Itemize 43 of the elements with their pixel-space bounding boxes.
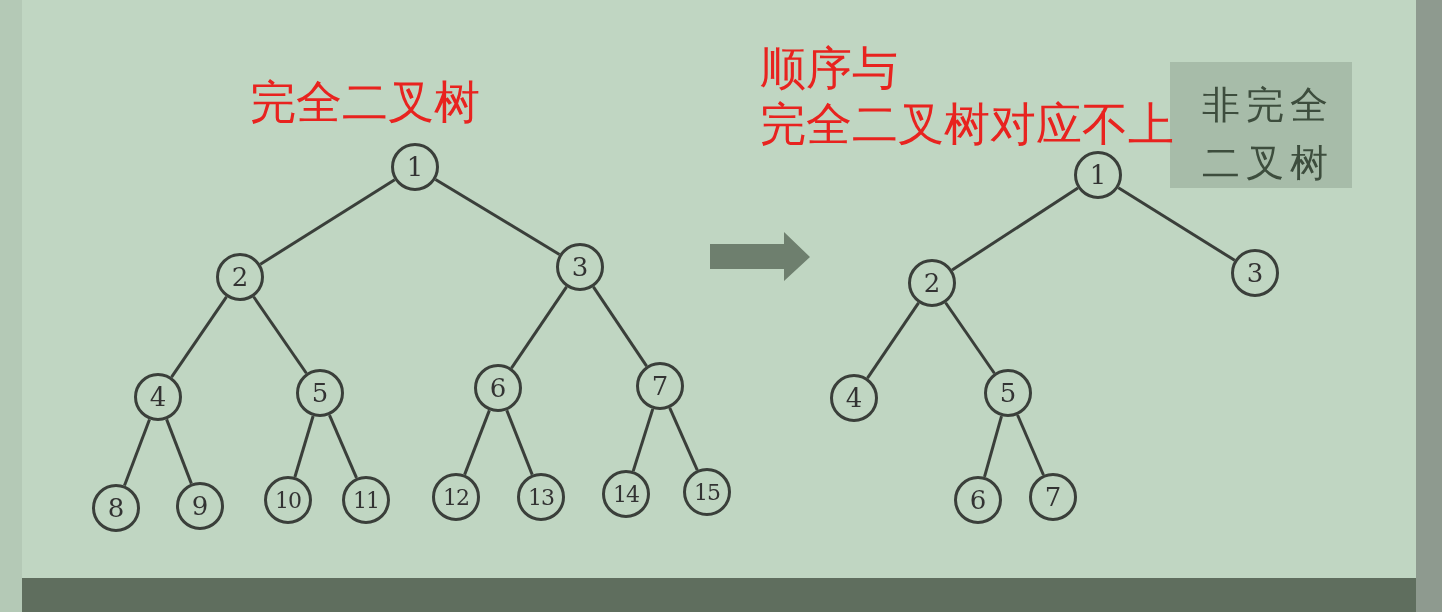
tree-node-circle: 12 [432, 473, 480, 521]
tree-node-circle: 11 [342, 476, 390, 524]
tree-edge [951, 186, 1079, 272]
tree-node-circle: 4 [830, 374, 878, 422]
tree-node-circle: 3 [556, 243, 604, 291]
tree-node-circle: 15 [683, 468, 731, 516]
tree-node-circle: 2 [908, 259, 956, 307]
tree-edge [1016, 414, 1045, 476]
tree-edge [328, 414, 358, 479]
tree-edge [434, 178, 561, 256]
tree-node-circle: 5 [296, 369, 344, 417]
tree-node-circle: 9 [176, 482, 224, 530]
tree-edge [1117, 186, 1236, 262]
tree-edge [123, 418, 151, 487]
tree-edge [510, 286, 568, 369]
tree-edge [505, 409, 534, 476]
tree-node-circle: 6 [954, 476, 1002, 524]
tree-edge [165, 418, 193, 485]
tree-node-circle: 7 [1029, 473, 1077, 521]
tree-edge [463, 409, 491, 476]
tree-node-circle: 5 [984, 369, 1032, 417]
tree-node-circle: 2 [216, 253, 264, 301]
tree-node-circle: 4 [134, 373, 182, 421]
tree-edge [668, 407, 699, 471]
tree-node-circle: 7 [636, 362, 684, 410]
tree-node-circle: 10 [264, 476, 312, 524]
tree-node-circle: 1 [391, 143, 439, 191]
tree-edge [944, 301, 996, 375]
tree-edge [592, 286, 648, 367]
tree-edge [631, 408, 655, 472]
tree-node-circle: 1 [1074, 151, 1122, 199]
tree-node-circle: 8 [92, 484, 140, 532]
tree-node-circle: 14 [602, 470, 650, 518]
tree-edge [293, 415, 315, 478]
tree-edge [252, 295, 308, 375]
tree-node-circle: 13 [517, 473, 565, 521]
tree-edge [259, 178, 396, 266]
caption-text: 完全二叉树 [250, 74, 481, 130]
tree-node-circle: 6 [474, 364, 522, 412]
tree-edge [983, 415, 1003, 478]
tree-edge [866, 302, 920, 379]
tree-edge [170, 295, 228, 379]
tree-node-circle: 3 [1231, 249, 1279, 297]
